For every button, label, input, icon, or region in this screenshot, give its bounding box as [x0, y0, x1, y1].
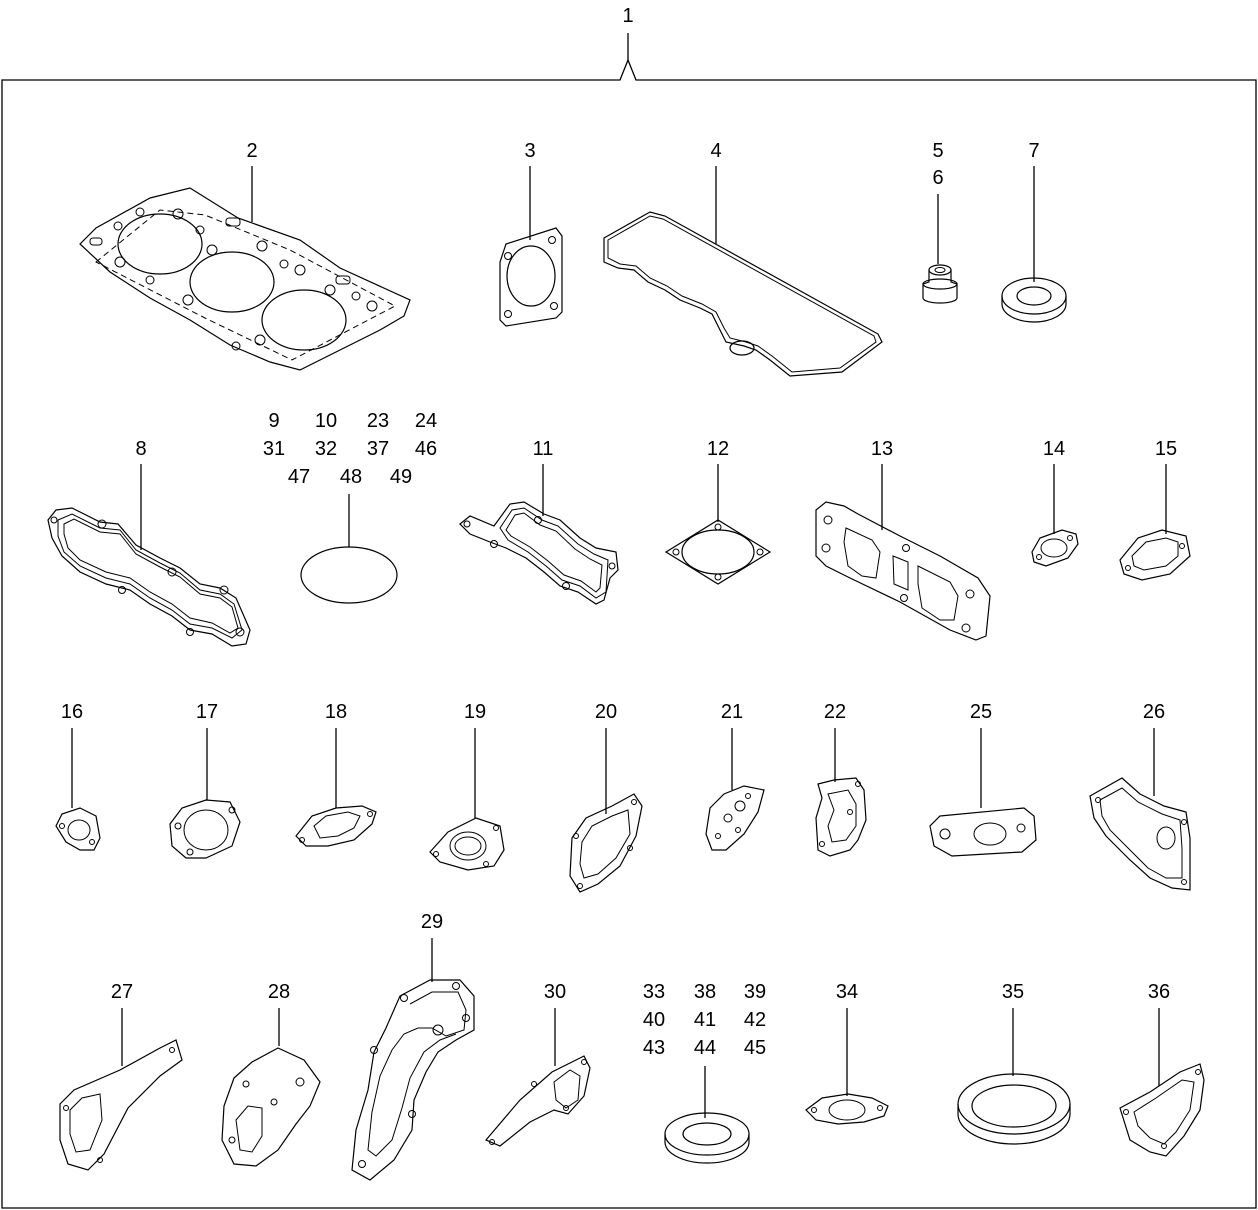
part-3-square-gasket: [499, 227, 563, 327]
callout-7: 7: [1028, 140, 1039, 162]
callout-19: 19: [464, 701, 486, 723]
callout-11: 11: [533, 438, 554, 460]
callout-16: 16: [61, 701, 83, 723]
callout-42: 42: [744, 1009, 766, 1031]
part-5-6-valve-stem-seal: [922, 264, 958, 304]
callout-23: 23: [367, 410, 389, 432]
part-26-cover-gasket: [1089, 777, 1191, 891]
callout-38: 38: [694, 981, 716, 1003]
callout-49: 49: [390, 466, 412, 488]
callout-10: 10: [315, 410, 337, 432]
part-2-head-gasket: [79, 187, 411, 371]
part-15-plate-gasket: [1119, 529, 1191, 581]
callout-9: 9: [268, 410, 279, 432]
part-30-plate-gasket: [485, 1055, 591, 1147]
part-22-plate-gasket: [815, 777, 867, 857]
part-11-manifold-gasket: [459, 501, 619, 605]
callout-43: 43: [643, 1037, 665, 1059]
callout-2: 2: [246, 140, 257, 162]
part-7-oil-seal: [1001, 277, 1067, 323]
part-33-45-washer: [664, 1112, 750, 1164]
callout-27: 27: [111, 981, 133, 1003]
callout-37: 37: [367, 438, 389, 460]
part-27-plate-gasket: [59, 1039, 183, 1171]
callout-8: 8: [135, 438, 146, 460]
callout-44: 44: [694, 1037, 716, 1059]
callout-12: 12: [707, 438, 729, 460]
part-4-rocker-cover-gasket: [603, 211, 883, 377]
callout-20: 20: [595, 701, 617, 723]
callout-18: 18: [325, 701, 347, 723]
callout-14: 14: [1043, 438, 1065, 460]
callout-15: 15: [1155, 438, 1177, 460]
part-12-square-gasket: [664, 519, 772, 585]
callout-24: 24: [415, 410, 437, 432]
callout-32: 32: [315, 438, 337, 460]
part-13-exhaust-gasket: [815, 501, 991, 641]
callout-34: 34: [836, 981, 858, 1003]
callout-29: 29: [421, 911, 443, 933]
callout-48: 48: [340, 466, 362, 488]
callout-31: 31: [263, 438, 285, 460]
callout-4: 4: [710, 140, 721, 162]
callout-36: 36: [1148, 981, 1170, 1003]
part-17-round-gasket: [169, 799, 241, 859]
part-18-plate-gasket: [295, 805, 377, 847]
part-36-cover-gasket: [1119, 1063, 1205, 1157]
part-14-small-gasket: [1031, 529, 1079, 567]
callout-35: 35: [1002, 981, 1024, 1003]
part-9-49-o-ring: [300, 546, 398, 604]
callout-1: 1: [622, 5, 633, 27]
part-35-large-seal: [957, 1073, 1071, 1145]
callout-25: 25: [970, 701, 992, 723]
callout-13: 13: [871, 438, 893, 460]
callout-46: 46: [415, 438, 437, 460]
callout-26: 26: [1143, 701, 1165, 723]
part-8-manifold-gasket: [47, 507, 251, 647]
callout-21: 21: [721, 701, 743, 723]
callout-17: 17: [196, 701, 218, 723]
callout-6: 6: [932, 167, 943, 189]
callout-33: 33: [643, 981, 665, 1003]
callout-30: 30: [544, 981, 566, 1003]
callout-40: 40: [643, 1009, 665, 1031]
part-16-small-gasket: [55, 807, 101, 851]
callout-41: 41: [694, 1009, 716, 1031]
callout-28: 28: [268, 981, 290, 1003]
part-21-leaf-gasket: [705, 785, 765, 851]
callout-39: 39: [744, 981, 766, 1003]
kit-frame: [1, 58, 1257, 1209]
callout-5: 5: [932, 140, 943, 162]
part-28-water-pump-gasket: [221, 1047, 321, 1167]
part-34-flange-gasket: [805, 1093, 889, 1125]
callout-3: 3: [524, 140, 535, 162]
part-25-oblong-gasket: [929, 807, 1037, 857]
part-19-flange-gasket: [429, 817, 505, 871]
part-29-water-pump-gasket: [351, 979, 475, 1181]
callout-47: 47: [288, 466, 310, 488]
callout-22: 22: [824, 701, 846, 723]
callout-45: 45: [744, 1037, 766, 1059]
part-20-oval-gasket: [569, 793, 643, 893]
